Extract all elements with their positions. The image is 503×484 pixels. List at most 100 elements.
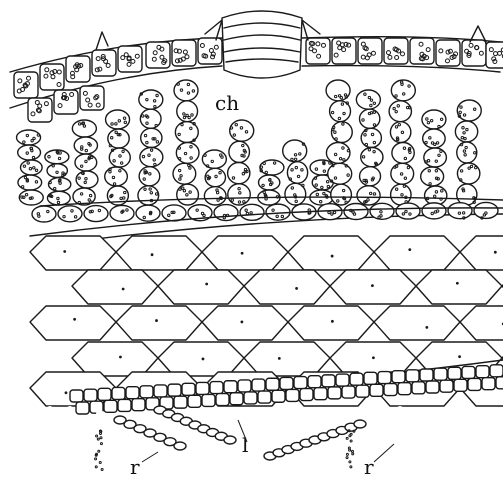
- epidermis-cell: [358, 38, 382, 64]
- lower-epidermis-cell: [344, 204, 368, 220]
- ventral-cell: [280, 377, 293, 389]
- epidermis-cell: [332, 38, 356, 64]
- ventral-cell: [202, 394, 215, 406]
- ventral-cell: [462, 366, 475, 378]
- ventral-cell: [224, 381, 237, 393]
- ventral-cell: [342, 386, 355, 398]
- ventral-cell: [244, 392, 257, 404]
- ventral-cell: [196, 382, 209, 394]
- filament-cell: [17, 130, 41, 145]
- ventral-cell: [168, 384, 181, 396]
- upper-epidermis: [10, 26, 503, 122]
- ventral-cell: [412, 382, 425, 394]
- parenchyma-cell: [116, 306, 202, 340]
- parenchyma-cell: [116, 236, 202, 270]
- ventral-cell: [98, 388, 111, 400]
- lower-epidermis-cell: [32, 206, 56, 222]
- filament-cell: [228, 163, 250, 184]
- ventral-cell: [266, 378, 279, 390]
- filament-cell: [360, 167, 381, 186]
- parenchyma-cell: [158, 342, 244, 376]
- filament-cell: [177, 101, 198, 122]
- ventral-cell: [154, 385, 167, 397]
- ventral-cell: [70, 390, 83, 402]
- ventral-cell: [328, 387, 341, 399]
- filament-cell: [356, 90, 380, 109]
- ventral-cell: [392, 371, 405, 383]
- filament-cell: [391, 80, 415, 101]
- filament-cell: [230, 120, 254, 141]
- ventral-cell: [76, 402, 89, 414]
- ventral-cell: [420, 369, 433, 381]
- filament-cell: [138, 186, 159, 205]
- rhizoid-bead: [224, 436, 236, 444]
- lower-epidermis-cell: [84, 206, 108, 222]
- ventral-cell: [434, 368, 447, 380]
- ventral-cell: [286, 389, 299, 401]
- parenchyma-cell: [30, 236, 116, 270]
- ventral-cell: [370, 384, 383, 396]
- ventral-cell: [378, 372, 391, 384]
- ventral-cell: [272, 390, 285, 402]
- ventral-cell: [140, 386, 153, 398]
- filament-cell: [361, 148, 383, 167]
- lower-epidermis-cell: [214, 205, 238, 221]
- parenchyma-cell: [288, 236, 374, 270]
- filament-cell: [457, 184, 477, 205]
- ventral-cell: [440, 380, 453, 392]
- parenchyma-cell: [330, 270, 416, 304]
- filament-cell: [139, 167, 160, 186]
- filament-cell: [389, 101, 411, 122]
- leader-r-left: [142, 452, 158, 462]
- ventral-cell: [406, 370, 419, 382]
- filament-cell: [204, 187, 226, 205]
- filament-cell: [173, 163, 196, 184]
- ventral-cell: [238, 380, 251, 392]
- ventral-cell: [314, 388, 327, 400]
- lower-epidermis-cell: [396, 203, 420, 219]
- ventral-cell: [230, 393, 243, 405]
- ventral-cell: [482, 378, 495, 390]
- ventral-cell: [398, 383, 411, 395]
- parenchyma-cell: [72, 270, 158, 304]
- ventral-cell: [308, 376, 321, 388]
- label-r-right: r: [364, 455, 374, 479]
- parenchyma-cell: [202, 236, 288, 270]
- ventral-cell: [210, 382, 223, 394]
- lower-epidermis-cell: [136, 205, 160, 221]
- ventral-cell: [174, 396, 187, 408]
- ventral-cell: [468, 378, 481, 390]
- lower-epidermis-cell: [58, 206, 82, 222]
- parenchyma-cell: [460, 306, 503, 340]
- ventral-cell: [84, 389, 97, 401]
- ventral-cell: [356, 385, 369, 397]
- filament-cell: [140, 109, 161, 128]
- ventral-cell: [490, 365, 503, 377]
- lower-epidermis-cell: [422, 203, 446, 219]
- filament-cell: [326, 143, 350, 164]
- filament-cell: [106, 110, 130, 129]
- rhizoid-bead: [174, 442, 186, 450]
- ventral-cell: [426, 381, 439, 393]
- filament-cell: [141, 128, 162, 147]
- parenchyma-cell: [374, 306, 460, 340]
- ventral-cell: [350, 373, 363, 385]
- leader-r-right: [374, 444, 394, 462]
- label-r-left: r: [130, 455, 140, 479]
- ventral-cell: [104, 400, 117, 412]
- filament-cell: [259, 175, 280, 190]
- ventral-cell: [476, 366, 489, 378]
- parenchyma-cell: [374, 236, 460, 270]
- ventral-cell: [182, 383, 195, 395]
- ventral-cell: [496, 377, 503, 389]
- filament-cell: [424, 148, 447, 167]
- filament-cell: [140, 148, 163, 167]
- parenchyma-cell: [416, 270, 502, 304]
- ventral-cell: [118, 399, 131, 411]
- parenchyma-cell: [72, 342, 158, 376]
- filament-cell: [457, 100, 481, 121]
- parenchyma-cell: [158, 270, 244, 304]
- ventral-cell: [188, 395, 201, 407]
- ventral-cell: [454, 379, 467, 391]
- ventral-cell: [126, 387, 139, 399]
